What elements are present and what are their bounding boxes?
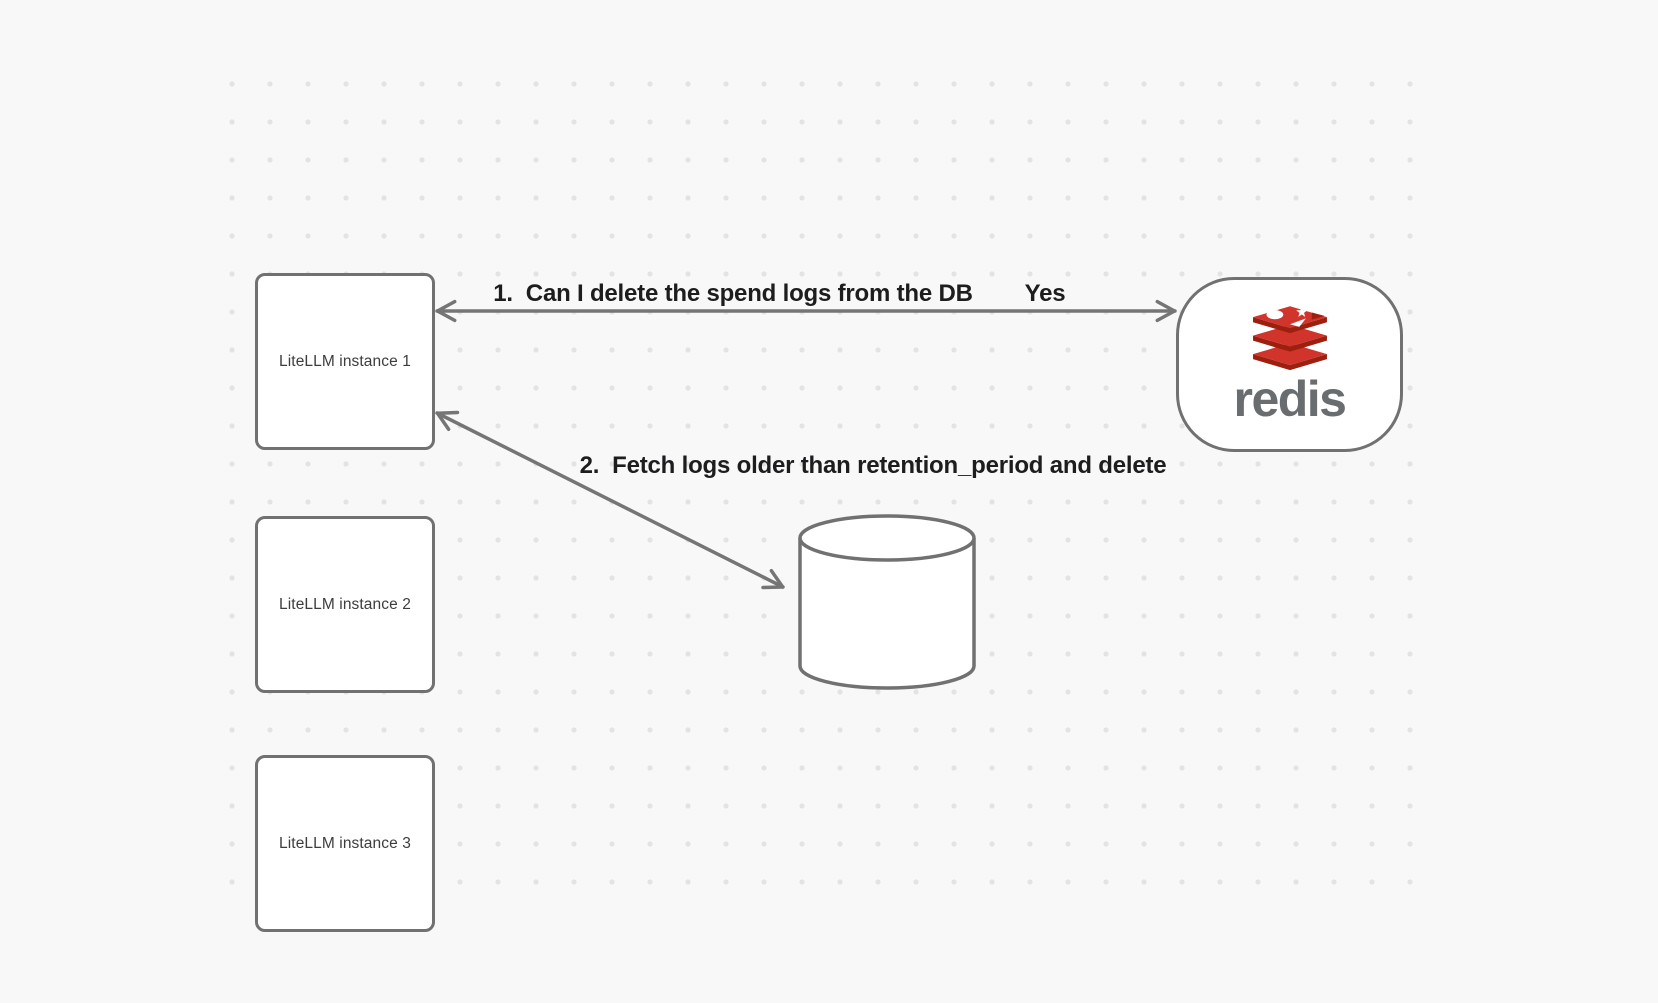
database-cylinder-shape [798, 514, 976, 690]
edge-1-answer-label[interactable]: Yes [1024, 280, 1066, 307]
edge-redis-litellm1-arrow[interactable] [435, 299, 1177, 323]
litellm-instance-2-label: LiteLLM instance 2 [279, 595, 411, 613]
redis-node[interactable]: redis [1176, 277, 1403, 452]
litellm-instance-1-label: LiteLLM instance 1 [279, 352, 411, 370]
litellm-instance-3-node[interactable]: LiteLLM instance 3 [255, 755, 435, 932]
db-node[interactable]: DB [798, 514, 976, 692]
litellm-instance-3-label: LiteLLM instance 3 [279, 834, 411, 852]
litellm-instance-1-node[interactable]: LiteLLM instance 1 [255, 273, 435, 450]
redis-logo-icon [1252, 305, 1327, 370]
redis-wordmark: redis [1233, 370, 1347, 427]
litellm-instance-2-node[interactable]: LiteLLM instance 2 [255, 516, 435, 693]
edge-litellm1-db-arrow[interactable] [435, 410, 785, 590]
edge-1-label[interactable]: 1. Can I delete the spend logs from the … [493, 280, 973, 307]
edge-2-label[interactable]: 2. Fetch logs older than retention_perio… [579, 452, 1167, 479]
